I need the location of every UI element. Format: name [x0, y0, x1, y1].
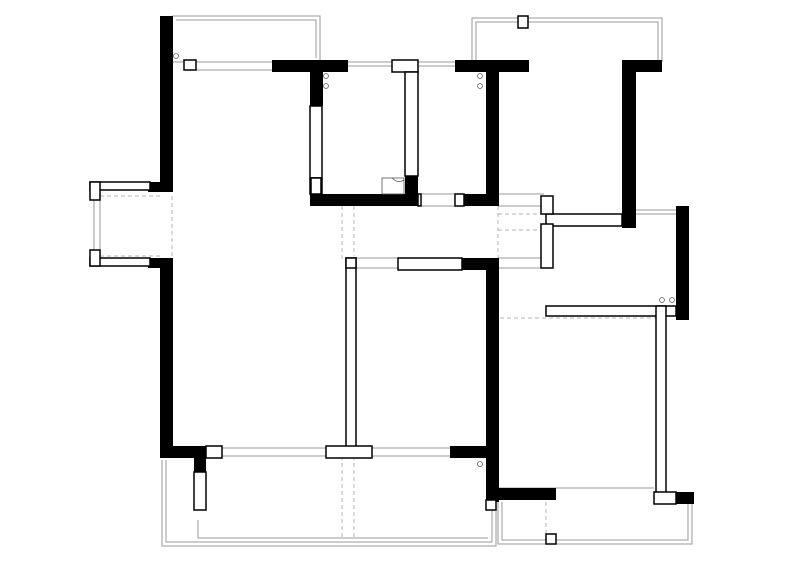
balcony-outlines — [93, 15, 693, 547]
wall-bottom-mid — [450, 446, 498, 458]
top-right-post — [517, 15, 529, 29]
top-left-balcony — [172, 15, 321, 63]
wall-left-mid — [160, 60, 173, 192]
partition-mid-left — [345, 257, 357, 451]
wall-bottom-right — [486, 488, 556, 500]
top-right-balcony — [471, 17, 663, 62]
bottom-left-post — [193, 471, 207, 511]
wall-far-right — [676, 206, 689, 320]
shower-tray — [381, 177, 405, 195]
bottom-right-balcony — [497, 502, 693, 545]
thin-walls — [89, 15, 677, 545]
bottom-balcony — [161, 460, 497, 547]
corridor-partition — [545, 213, 623, 227]
wall-mid-b — [486, 258, 499, 502]
thick-walls — [148, 16, 694, 504]
bottom-right-post — [545, 533, 557, 545]
fixtures — [173, 53, 675, 467]
wall-bath-right — [405, 176, 418, 206]
wall-left-lower — [160, 258, 173, 458]
wall-top-b — [310, 60, 323, 106]
partition-right — [545, 305, 677, 317]
wall-top-d — [486, 60, 499, 206]
wall-right-upper — [622, 60, 636, 228]
wall-bath-bottom — [310, 194, 418, 206]
